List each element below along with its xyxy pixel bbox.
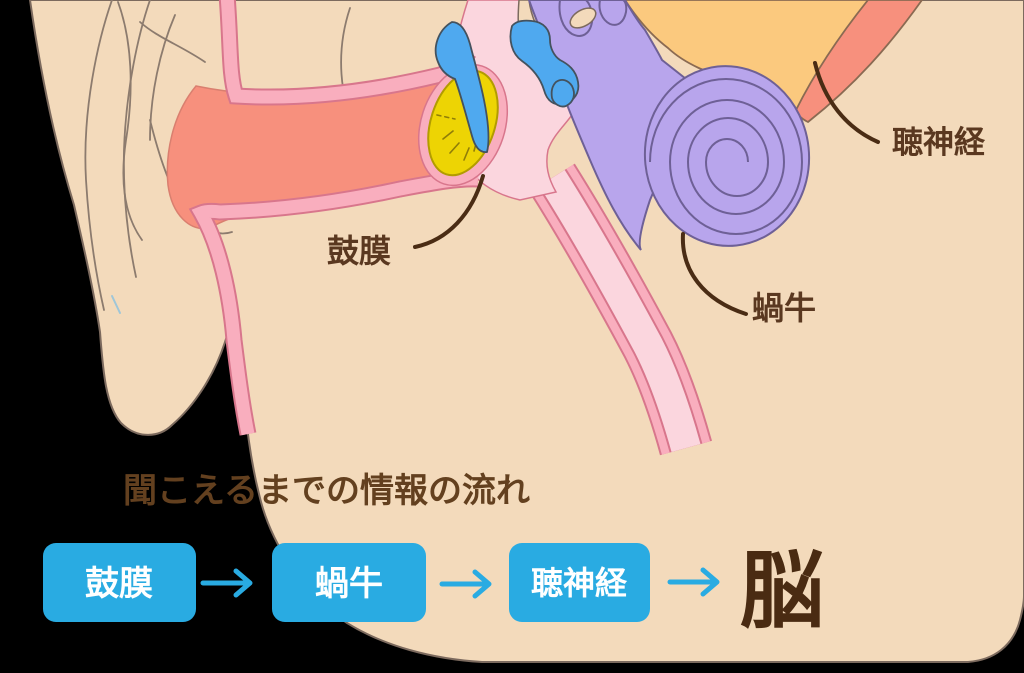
flow-result-brain: 脳 [740, 542, 824, 640]
ossicles [434, 19, 580, 153]
flow-box-cochlea [272, 543, 426, 622]
malleus-shape [434, 21, 490, 153]
auditory-nerve-leader-line [813, 61, 880, 144]
earlobe-accent-line [111, 295, 121, 314]
flow-arrow-3 [667, 567, 720, 597]
pinna-contour-lines [84, 0, 413, 311]
cochlea-label: 蝸牛 [752, 289, 816, 327]
eustachian-tube [529, 163, 713, 456]
auditory-nerve-label: 聴神経 [892, 125, 986, 161]
semicircular-canal-gap [569, 7, 597, 29]
stapes-shape [550, 79, 575, 108]
eardrum-label: 鼓膜 [327, 232, 391, 270]
cochlea-leader-line [680, 232, 748, 316]
flow-box-auditory-nerve-label: 聴神経 [531, 564, 628, 602]
flow-box-eardrum-label: 鼓膜 [85, 564, 153, 604]
flow-box-eardrum [43, 543, 196, 622]
flow-arrow-1 [200, 568, 253, 598]
flow-chart: 鼓膜 蝸牛 聴神経 脳 [43, 542, 824, 640]
flow-box-cochlea-label: 蝸牛 [315, 564, 383, 604]
flow-arrow-2 [439, 569, 492, 599]
flow-title: 聞こえるまでの情報の流れ [123, 471, 530, 511]
flow-box-auditory-nerve [509, 543, 650, 622]
cochlea-spiral [649, 78, 804, 235]
eardrum-leader-line [413, 174, 485, 249]
label-leader-lines [413, 61, 880, 316]
eardrum-texture-lines [436, 114, 478, 161]
